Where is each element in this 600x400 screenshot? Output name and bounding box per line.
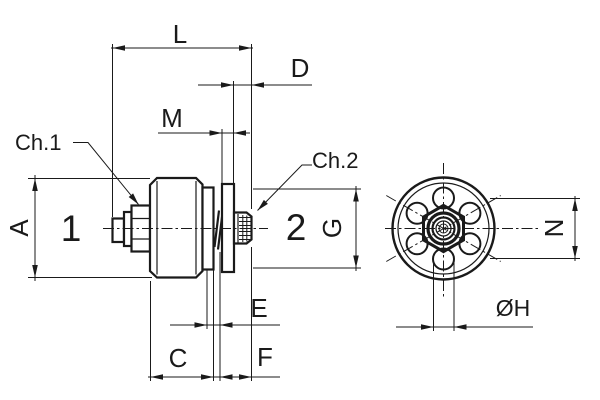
fitting-body-side	[103, 176, 268, 279]
dim-label-L: L	[173, 19, 187, 49]
port-label-2: 2	[286, 207, 307, 248]
dim-label-diameter-H: ØH	[496, 295, 531, 321]
center-threaded-bore	[426, 211, 461, 246]
front-view-centerlines	[385, 163, 538, 297]
side-view	[28, 44, 361, 381]
callout-label-ch1: Ch.1	[15, 130, 61, 155]
labels: L D M E C F A G N ØH Ch.1 Ch.2 1 2	[4, 19, 569, 373]
bolt-hole	[432, 186, 455, 210]
front-view-arrowheads	[421, 198, 578, 330]
callout-leaders	[73, 142, 312, 211]
dim-label-D: D	[291, 53, 310, 83]
ch1-leader-arrow	[128, 193, 139, 205]
dim-label-M: M	[161, 103, 183, 133]
flange-face	[391, 176, 496, 281]
side-view-arrowheads	[32, 45, 359, 380]
dim-label-E: E	[250, 293, 267, 323]
left-tip-cylinder	[111, 217, 126, 244]
dim-label-C: C	[169, 343, 188, 373]
dim-label-F: F	[257, 342, 273, 372]
center-hex	[422, 203, 465, 254]
dim-label-G: G	[317, 218, 347, 238]
bolt-hole	[432, 247, 455, 271]
front-view	[385, 163, 580, 331]
thread-marks	[237, 214, 251, 243]
main-body	[148, 176, 204, 279]
outer-flange-circle	[391, 176, 496, 281]
dim-label-N: N	[539, 219, 569, 238]
flange-chamfer-circle	[397, 182, 490, 275]
ch2-leader-arrow	[257, 199, 268, 211]
callout-label-ch2: Ch.2	[312, 148, 358, 173]
port-label-1: 1	[61, 208, 82, 249]
dim-label-A: A	[4, 219, 34, 237]
